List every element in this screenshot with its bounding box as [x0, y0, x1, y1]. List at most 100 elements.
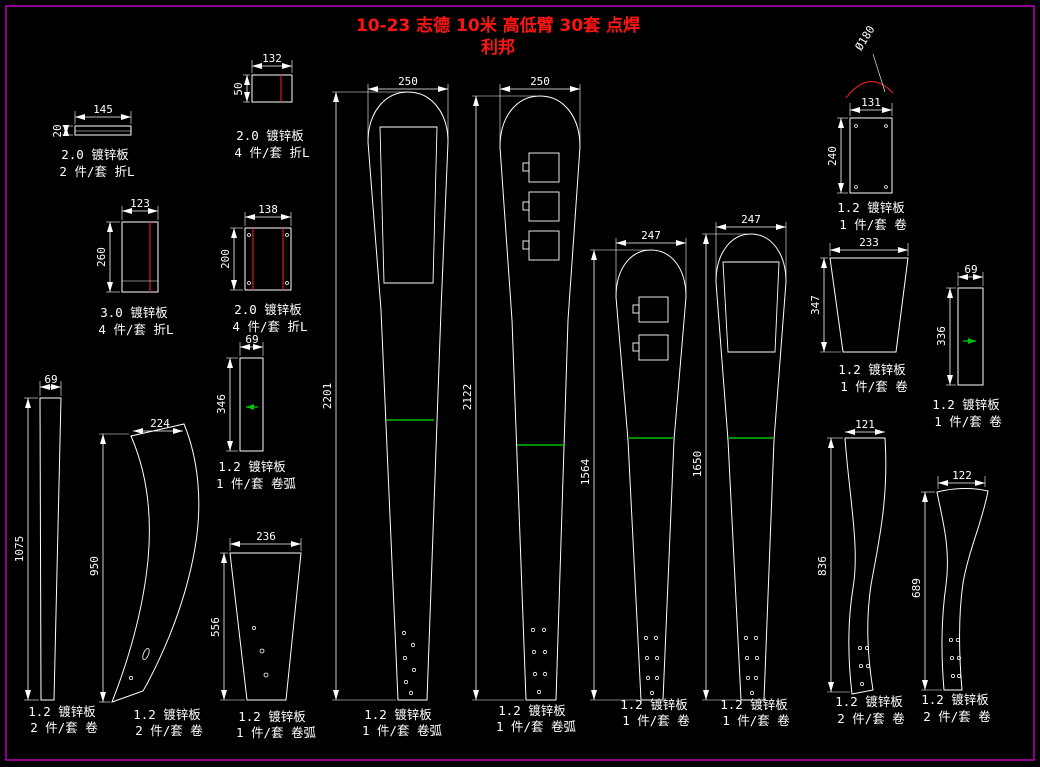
dim-height: 347 [809, 257, 841, 353]
part-strip-69x346[interactable]: 69 346 1.2 镀锌板 1 件/套 卷弧 [215, 333, 297, 491]
slot-hole [142, 647, 150, 661]
dim-height: 20 [51, 124, 73, 138]
part-material-label: 1.2 镀锌板 [364, 707, 432, 722]
part-material-label: 1.2 镀锌板 [28, 704, 96, 719]
dim-width-label: 131 [861, 96, 881, 109]
part-outline[interactable] [615, 249, 687, 701]
dim-height: 346 [215, 357, 238, 452]
dim-width: 233 [829, 236, 909, 256]
part-outline[interactable] [244, 227, 292, 291]
dim-width-label: 247 [741, 213, 761, 226]
dim-height-label: 1650 [691, 451, 704, 478]
bolt-holes [858, 646, 871, 687]
dim-height-label: 950 [88, 556, 101, 576]
part-curved-122x689[interactable]: 122 689 1.2 镀锌板 2 件/套 卷 [910, 469, 991, 724]
part-qty-label: 2 件/套 卷 [923, 709, 991, 724]
dim-width-label: 123 [130, 197, 150, 210]
dim-width: 250 [499, 75, 581, 143]
dim-width: 250 [367, 75, 449, 138]
part-qty-label: 2 件/套 卷 [135, 723, 203, 738]
dim-width: 69 [39, 373, 62, 396]
bolt-holes [949, 638, 962, 679]
part-qty-label: 4 件/套 折L [232, 319, 307, 334]
part-pole-247x1564[interactable]: 247 1564 1.2 镀锌板 1 件/套 卷 [579, 229, 690, 728]
part-qty-label: 1 件/套 卷 [840, 379, 908, 394]
part-curved-121x836[interactable]: 121 836 1.2 镀锌板 2 件/套 卷 [816, 418, 905, 726]
dim-width: 132 [251, 52, 293, 73]
diameter-arc [845, 81, 894, 99]
part-outline[interactable] [239, 357, 264, 452]
part-outline[interactable] [367, 91, 449, 701]
part-outline[interactable] [957, 287, 984, 386]
part-qty-label: 1 件/套 卷 [934, 414, 1002, 429]
bolt-holes [247, 233, 289, 285]
part-qty-label: 1 件/套 卷弧 [362, 723, 443, 738]
dim-height: 50 [232, 74, 250, 103]
part-pole-250x2122[interactable]: 250 2122 1.2 镀锌板 1 件/套 卷弧 [461, 75, 581, 734]
dim-height-label: 50 [232, 82, 245, 95]
drawing-subtitle: 利邦 [481, 37, 515, 58]
part-outline[interactable] [121, 221, 159, 293]
part-qty-label: 1 件/套 卷弧 [216, 476, 297, 491]
part-outline[interactable] [715, 233, 787, 701]
part-outline[interactable] [499, 95, 581, 701]
dim-width: 247 [615, 229, 687, 293]
part-pole-250x2201[interactable]: 250 2201 1.2 镀锌板 1 件/套 卷弧 [321, 75, 449, 738]
part-material-label: 2.0 镀锌板 [234, 302, 302, 317]
dim-height-label: 346 [215, 394, 228, 414]
part-material-label: 1.2 镀锌板 [218, 459, 286, 474]
part-qty-label: 2 件/套 卷 [30, 720, 98, 735]
part-qty-label: 2 件/套 卷 [837, 711, 905, 726]
part-outline[interactable] [111, 423, 200, 703]
part-outline[interactable] [829, 257, 909, 353]
dim-width: 69 [957, 263, 984, 286]
bolt-hole [128, 676, 133, 681]
part-plate-132x50[interactable]: 132 50 2.0 镀锌板 4 件/套 折L [232, 52, 310, 160]
bolt-holes [743, 635, 760, 696]
part-outline[interactable] [251, 74, 293, 103]
dim-width-label: 250 [398, 75, 418, 88]
bolt-holes [251, 626, 269, 678]
dim-height: 556 [209, 552, 245, 701]
part-flat-bar-145x20[interactable]: 145 20 2.0 镀锌板 2 件/套 折L [51, 103, 135, 179]
part-outline[interactable] [936, 488, 989, 691]
part-outline[interactable] [39, 397, 62, 701]
part-strip-69x336[interactable]: 69 336 1.2 镀锌板 1 件/套 卷 [932, 263, 1002, 429]
dim-height-label: 347 [809, 295, 822, 315]
dim-height: 260 [95, 221, 120, 293]
part-pole-247x1650[interactable]: 247 1650 1.2 镀锌板 1 件/套 卷 [691, 213, 790, 728]
door-cutout [379, 126, 438, 284]
part-qty-label: 1 件/套 卷弧 [236, 725, 317, 740]
part-plate-123x260[interactable]: 123 260 3.0 镀锌板 4 件/套 折L [95, 197, 174, 337]
dim-height: 689 [910, 491, 942, 691]
dim-width-label: 132 [262, 52, 282, 65]
part-outline[interactable] [849, 117, 893, 194]
dim-width-label: 69 [964, 263, 977, 276]
part-plate-138x200[interactable]: 138 200 2.0 镀锌板 4 件/套 折L [219, 203, 308, 334]
dim-height: 2122 [461, 95, 536, 701]
part-taper-236x556[interactable]: 236 556 1.2 镀锌板 1 件/套 卷弧 [209, 530, 317, 740]
part-taper-233x347[interactable]: 233 347 1.2 镀锌板 1 件/套 卷 [809, 236, 909, 394]
part-outline[interactable] [844, 437, 887, 695]
part-outline[interactable] [74, 125, 132, 136]
part-curved-arm-224x950[interactable]: 224 950 1.2 镀锌板 2 件/套 卷 [88, 417, 203, 738]
part-strip-69x1075[interactable]: 69 1075 1.2 镀锌板 2 件/套 卷 [13, 373, 98, 735]
part-outline[interactable] [229, 552, 302, 701]
dim-height: 836 [816, 437, 850, 693]
dim-height-label: 836 [816, 556, 829, 576]
part-material-label: 1.2 镀锌板 [837, 200, 905, 215]
dim-height-label: 20 [51, 124, 64, 137]
bolt-holes [854, 124, 888, 189]
dim-height-label: 260 [95, 247, 108, 267]
dim-width-label: 224 [150, 417, 170, 430]
dim-width: 122 [937, 469, 986, 489]
dim-height-label: 2201 [321, 383, 334, 410]
part-cap-plate-131x240[interactable]: Ø180 131 240 1.2 镀锌板 1 件/套 卷 [826, 23, 907, 232]
dim-height-label: 240 [826, 146, 839, 166]
part-qty-label: 2 件/套 折L [59, 164, 134, 179]
dim-height: 1564 [579, 249, 647, 701]
part-qty-label: 1 件/套 卷 [622, 713, 690, 728]
dim-width: 247 [715, 213, 787, 278]
dim-width: 138 [244, 203, 292, 226]
